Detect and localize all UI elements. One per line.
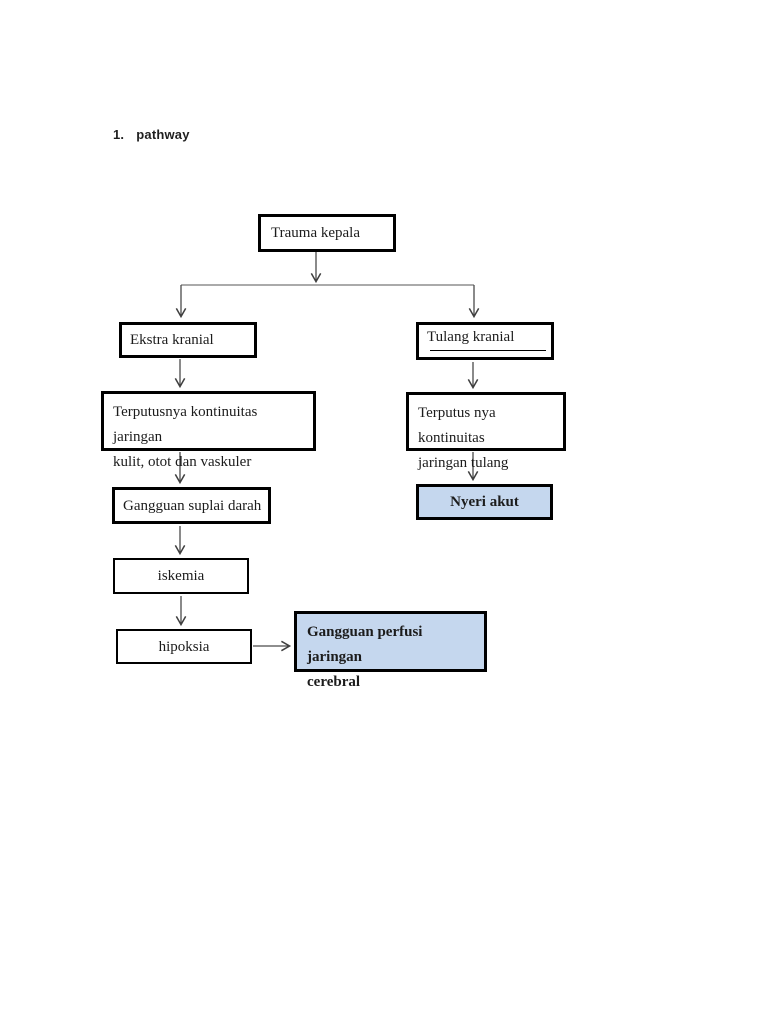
node-gangguan-suplai-darah: Gangguan suplai darah (112, 487, 271, 524)
node-label: hipoksia (158, 638, 210, 655)
node-label: iskemia (157, 568, 205, 584)
node-label: Nyeri akut (450, 494, 519, 510)
node-label-line: Terputusnya kontinuitas jaringan (113, 404, 258, 445)
node-label-line: Gangguan perfusi jaringan (307, 624, 423, 665)
node-tulang-kranial: Tulang kranial (416, 322, 554, 360)
node-nyeri-akut: Nyeri akut (416, 484, 553, 520)
node-label: Gangguan suplai darah (123, 497, 262, 514)
heading-label: pathway (136, 127, 190, 142)
node-hipoksia: hipoksia (116, 629, 252, 664)
node-label-line: cerebral (307, 674, 361, 690)
node-ekstra-kranial: Ekstra kranial (119, 322, 257, 358)
node-gangguan-perfusi-cerebral: Gangguan perfusi jaringan cerebral (294, 611, 487, 690)
node-terputus-kontinuitas-tulang: Terputus nya kontinuitas jaringan tulang (406, 392, 566, 471)
node-terputus-kontinuitas-kulit: Terputusnya kontinuitas jaringan kulit, … (101, 391, 316, 470)
node-iskemia: iskemia (113, 558, 249, 594)
section-heading: 1. pathway (113, 127, 190, 142)
node-label: Tulang kranial (427, 329, 515, 345)
underline-rule (430, 350, 546, 351)
node-label-line: jaringan tulang (418, 455, 509, 471)
node-label: Trauma kepala (271, 225, 361, 241)
node-label-line: kulit, otot dan vaskuler (113, 454, 252, 470)
node-trauma-kepala: Trauma kepala (258, 214, 396, 252)
heading-number: 1. (113, 127, 125, 142)
node-label-line: Terputus nya kontinuitas (418, 405, 496, 446)
node-label: Ekstra kranial (130, 332, 214, 348)
